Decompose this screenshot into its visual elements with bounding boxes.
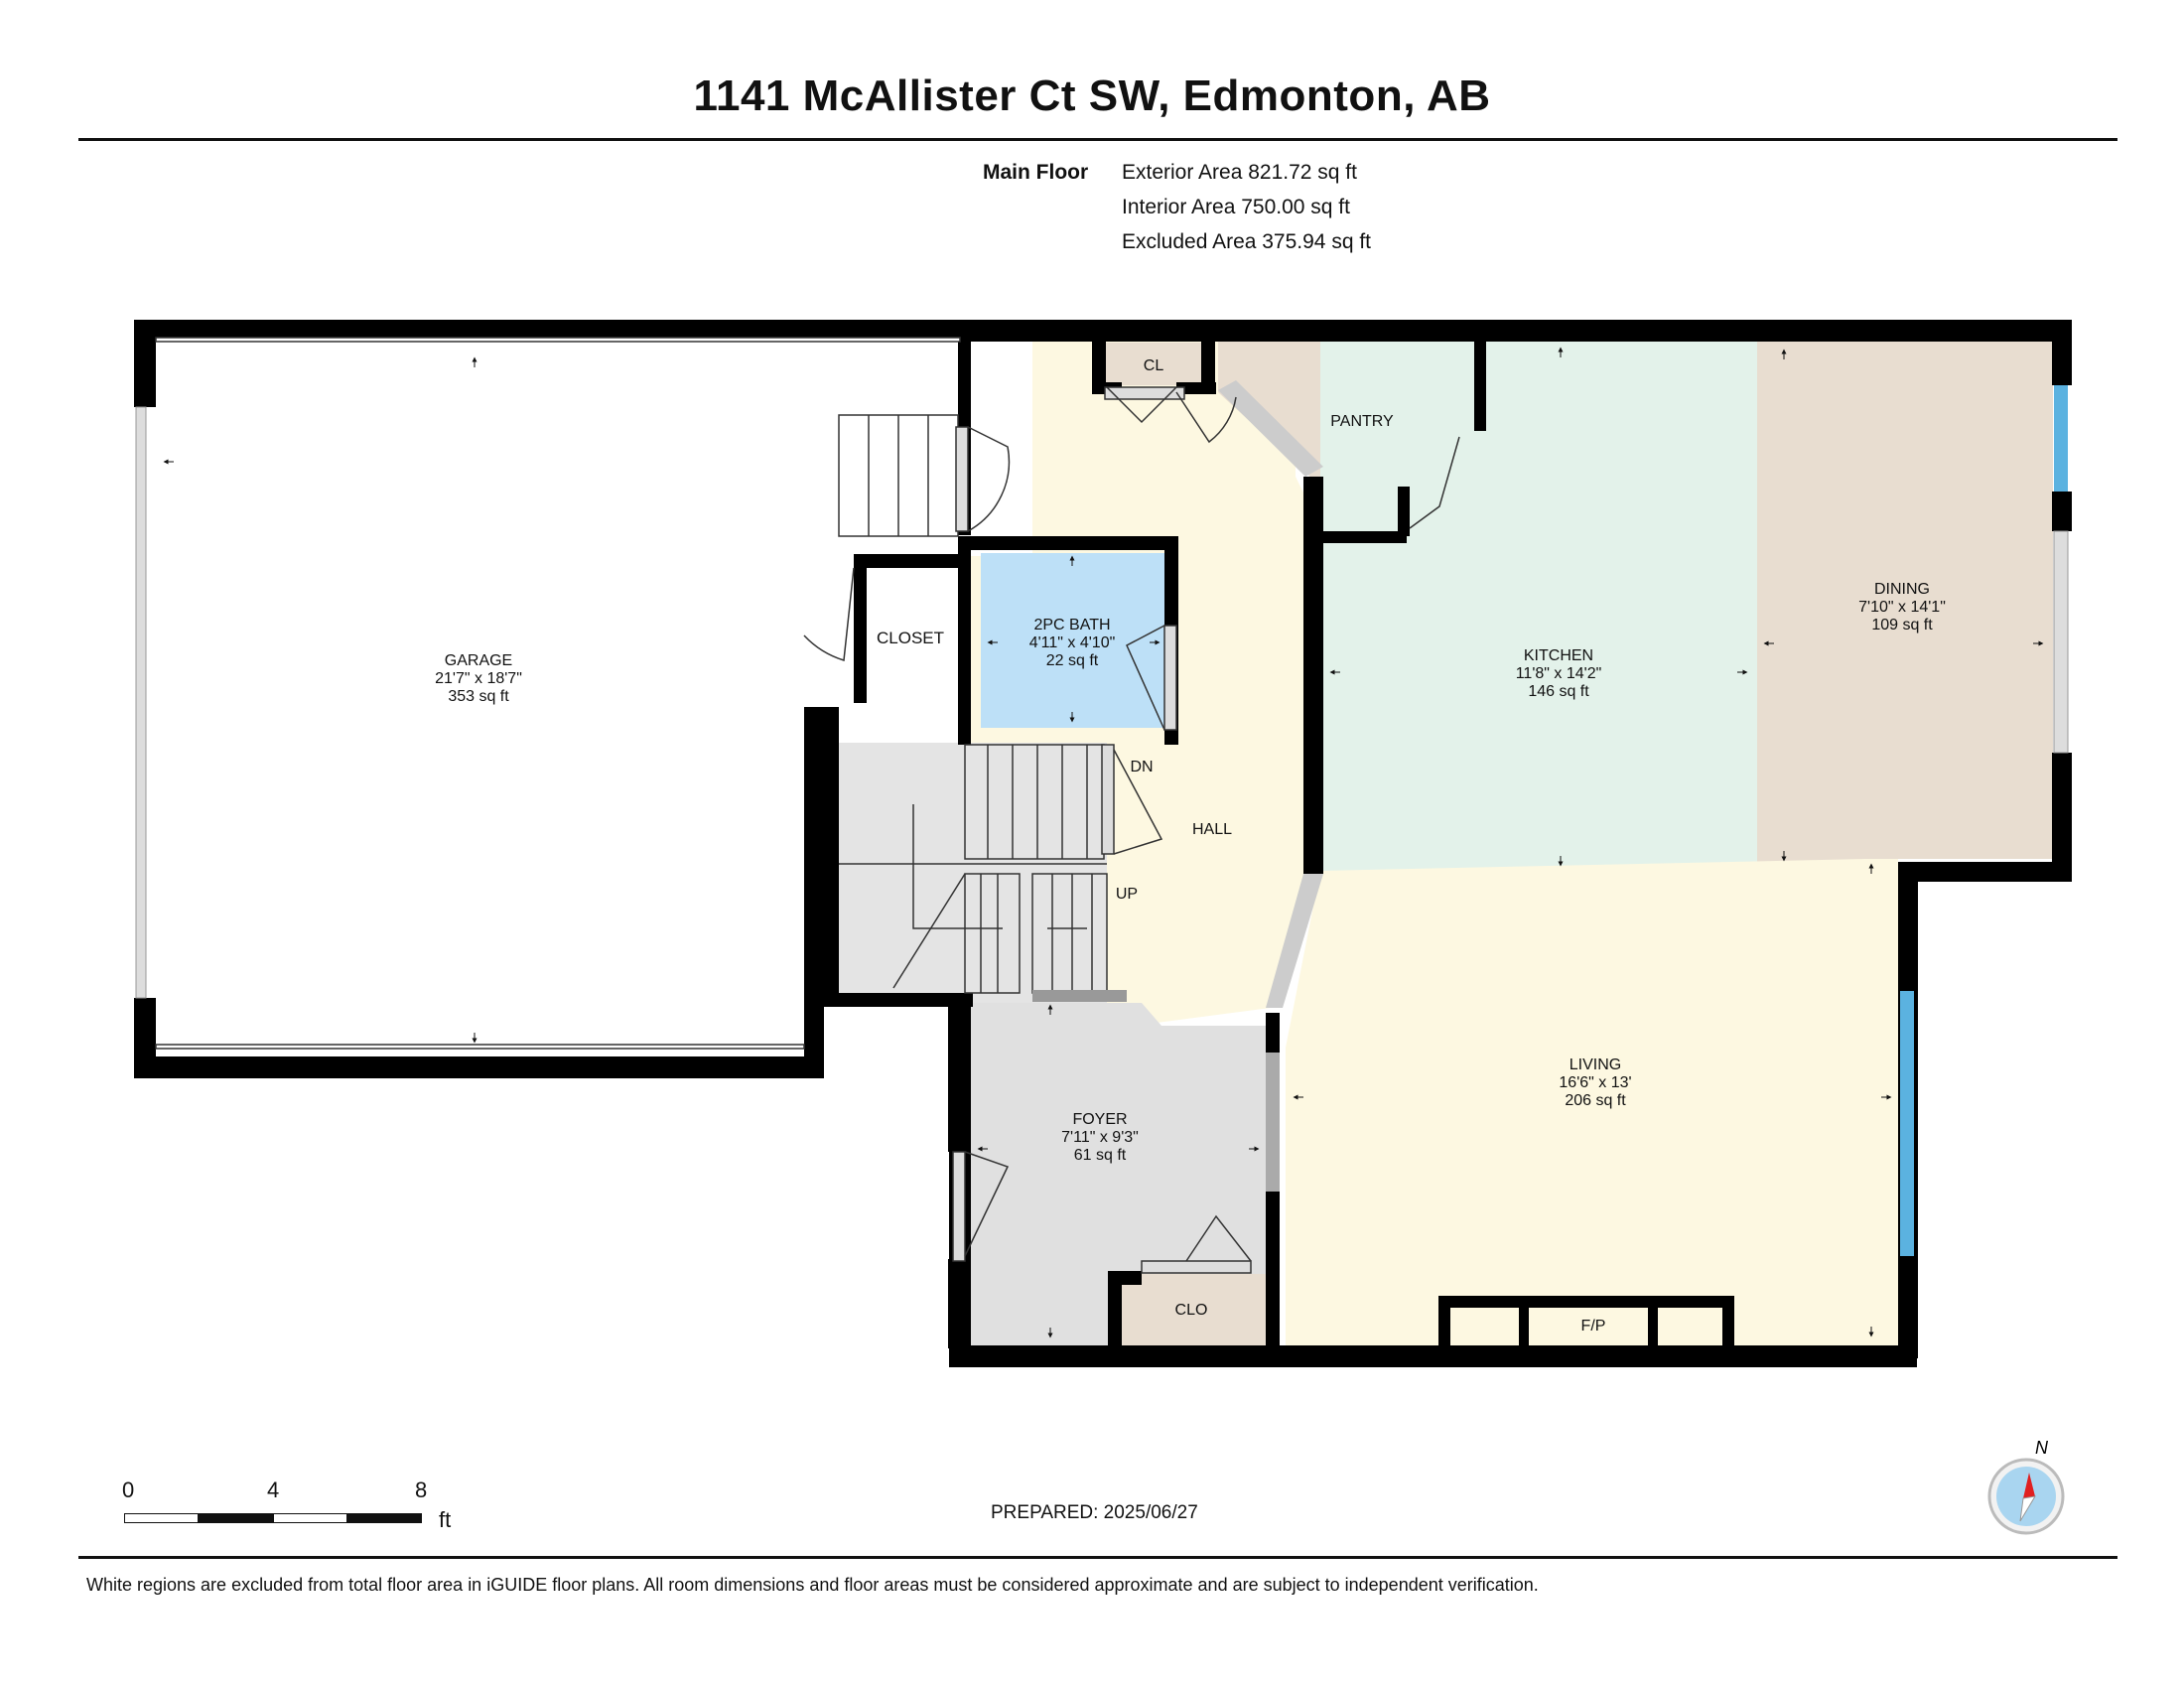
foyer-area: 61 sq ft [1074, 1147, 1127, 1164]
stairs-upper [838, 414, 959, 537]
hall-label: HALL [1192, 821, 1232, 838]
garage-window [135, 406, 147, 999]
living-area: 206 sq ft [1565, 1092, 1626, 1109]
scale-segment-2 [199, 1513, 273, 1523]
bath-dims: 4'11" x 4'10" [1029, 634, 1116, 651]
footer-divider [78, 1556, 2117, 1559]
footer-disclaimer: White regions are excluded from total fl… [86, 1575, 1539, 1595]
foyer-label: FOYER [1072, 1111, 1127, 1128]
scale-label-4: 4 [267, 1477, 280, 1502]
living-floor [1286, 859, 1898, 1347]
dining-area: 109 sq ft [1871, 617, 1933, 633]
cl-floor [1102, 343, 1201, 385]
page-title: 1141 McAllister Ct SW, Edmonton, AB [693, 71, 1491, 120]
scale-bar: 0 4 8 ft [119, 1477, 467, 1537]
scale-label-8: 8 [415, 1477, 428, 1502]
foyer-side-window [1266, 1053, 1280, 1192]
bath-area: 22 sq ft [1046, 652, 1099, 669]
living-window [1900, 991, 1914, 1256]
dimension-arrows [163, 347, 2044, 1338]
garage-area: 353 sq ft [448, 688, 509, 705]
scale-segment-1 [124, 1513, 199, 1523]
dining-label: DINING [1874, 581, 1930, 598]
clo-floor [1117, 1274, 1266, 1347]
stairs-down-label: DN [1130, 759, 1153, 775]
bath-floor [981, 553, 1169, 728]
pantry-label: PANTRY [1330, 413, 1394, 430]
closet-label: CLOSET [877, 629, 944, 647]
scale-segment-4 [347, 1513, 422, 1523]
interior-area: Interior Area 750.00 sq ft [1122, 196, 1350, 218]
compass-north-label: N [2035, 1438, 2049, 1458]
dining-floor [1757, 341, 2053, 871]
cl-label: CL [1144, 357, 1164, 374]
garage-door-line [155, 1044, 805, 1050]
closet-floor [864, 566, 958, 710]
living-dims: 16'6" x 13' [1559, 1074, 1631, 1091]
area-list: Exterior Area 821.72 sq ft Interior Area… [1122, 155, 1371, 259]
living-label: LIVING [1570, 1056, 1621, 1073]
pantry-opening [1218, 380, 1323, 477]
compass-icon: N [1983, 1436, 2069, 1535]
stairs-up-label: UP [1116, 886, 1138, 903]
scale-segment-3 [273, 1513, 347, 1523]
exterior-area: Exterior Area 821.72 sq ft [1122, 161, 1357, 184]
scale-label-0: 0 [122, 1477, 135, 1502]
prepared-date: PREPARED: 2025/06/27 [991, 1502, 1198, 1523]
scale-unit: ft [439, 1507, 452, 1532]
fireplace-label: F/P [1581, 1318, 1606, 1335]
title-divider [78, 138, 2117, 141]
kitchen-dims: 11'8" x 14'2" [1516, 665, 1602, 682]
door-swings [803, 386, 1460, 1274]
garage-floor [149, 334, 804, 1049]
kitchen-area: 146 sq ft [1528, 683, 1589, 700]
dining-window-1 [2054, 385, 2068, 492]
garage-label: GARAGE [445, 652, 512, 669]
kitchen-floor [1320, 341, 1757, 874]
stair-landing [1032, 990, 1127, 1002]
walls [134, 320, 2072, 1367]
clo-label: CLO [1175, 1302, 1208, 1319]
dining-window-2 [2053, 530, 2069, 754]
kitchen-label: KITCHEN [1524, 647, 1593, 664]
bath-label: 2PC BATH [1033, 617, 1110, 633]
stairs-floor [839, 743, 1107, 1003]
garage-dims: 21'7" x 18'7" [435, 670, 522, 687]
living-opening [1266, 874, 1323, 1008]
floor-name: Main Floor [983, 161, 1089, 184]
foyer-dims: 7'11" x 9'3" [1061, 1129, 1139, 1146]
garage-top-line [155, 337, 961, 343]
excluded-area: Excluded Area 375.94 sq ft [1122, 230, 1372, 253]
dining-dims: 7'10" x 14'1" [1858, 599, 1946, 616]
